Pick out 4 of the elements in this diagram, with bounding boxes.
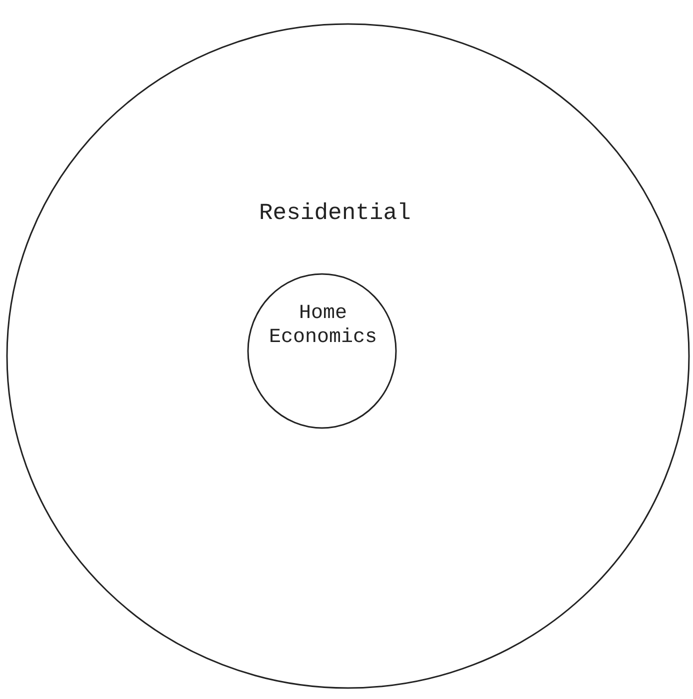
circle-label: Residential [259, 200, 411, 228]
outer-circle [7, 24, 689, 688]
inner-circle [248, 274, 396, 428]
circle-label: Home Economics [268, 302, 378, 350]
